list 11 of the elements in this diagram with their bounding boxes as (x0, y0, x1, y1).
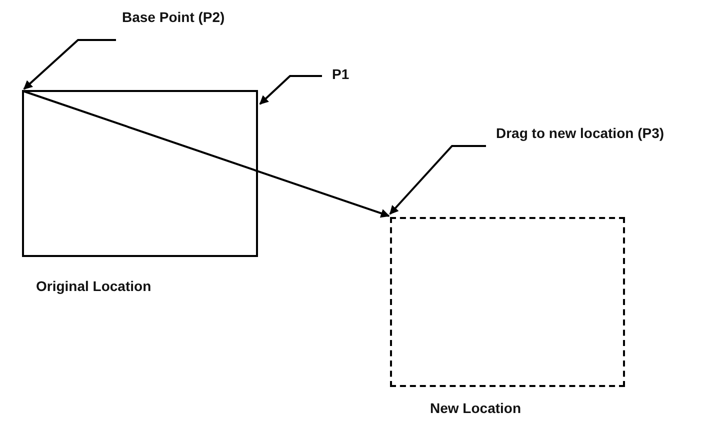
callout-text: P1 (332, 63, 392, 85)
arrow (22, 90, 390, 218)
callout-text: Base Point (P2) (122, 6, 262, 28)
callout-text: Drag to new location (P3) (496, 122, 666, 144)
leader-line (23, 39, 116, 90)
leader-line (389, 145, 486, 215)
leader-line (259, 75, 322, 105)
dashed-rectangle (390, 217, 625, 387)
node-label: Original Location (36, 278, 152, 294)
rectangle (22, 90, 258, 257)
node-label: New Location (430, 400, 522, 416)
